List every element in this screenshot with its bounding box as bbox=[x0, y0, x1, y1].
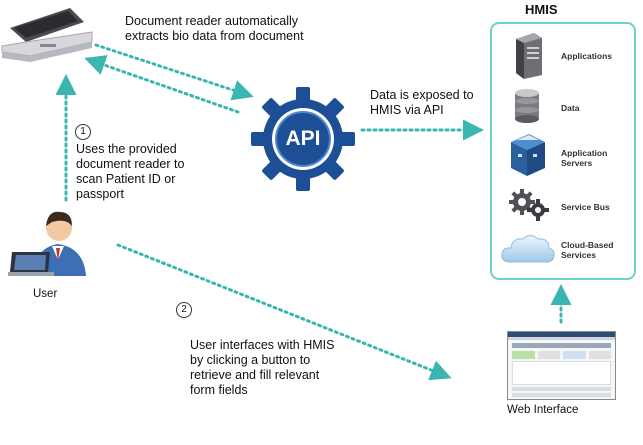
web-interface-thumbnail bbox=[507, 331, 616, 400]
api-annotation: Data is exposed to HMIS via API bbox=[370, 88, 474, 117]
gears-icon bbox=[509, 189, 549, 221]
user-icon bbox=[8, 211, 86, 276]
service-label-applications: Applications bbox=[561, 51, 613, 61]
service-label-cloud-based-services: Cloud-Based Services bbox=[561, 240, 614, 260]
step-1-number: 1 bbox=[75, 124, 91, 140]
arrow-api-to-reader bbox=[84, 55, 240, 114]
api-gear-icon bbox=[251, 87, 355, 191]
server-icon bbox=[516, 33, 542, 79]
step-2-number: 2 bbox=[176, 302, 192, 318]
api-label: API bbox=[285, 127, 321, 150]
service-label-application-servers: Application Servers bbox=[561, 148, 608, 168]
database-icon bbox=[515, 89, 539, 123]
hmis-title: HMIS bbox=[525, 2, 558, 17]
arrow-reader-to-api bbox=[94, 43, 254, 101]
arrow-user-to-web bbox=[116, 243, 452, 381]
scanner-icon bbox=[1, 8, 93, 62]
cloud-icon bbox=[501, 235, 555, 263]
user-label: User bbox=[33, 288, 58, 300]
hmis-panel: Applications Data Application Servers bbox=[490, 22, 636, 280]
application-server-icon bbox=[511, 134, 545, 176]
web-interface-label: Web Interface bbox=[507, 404, 579, 416]
step-1-text: Uses the provided document reader to sca… bbox=[76, 142, 185, 201]
reader-annotation: Document reader automatically extracts b… bbox=[125, 14, 304, 43]
service-label-service-bus: Service Bus bbox=[561, 202, 610, 212]
step-2-text: User interfaces with HMIS by clicking a … bbox=[190, 338, 335, 397]
service-label-data: Data bbox=[561, 103, 580, 113]
